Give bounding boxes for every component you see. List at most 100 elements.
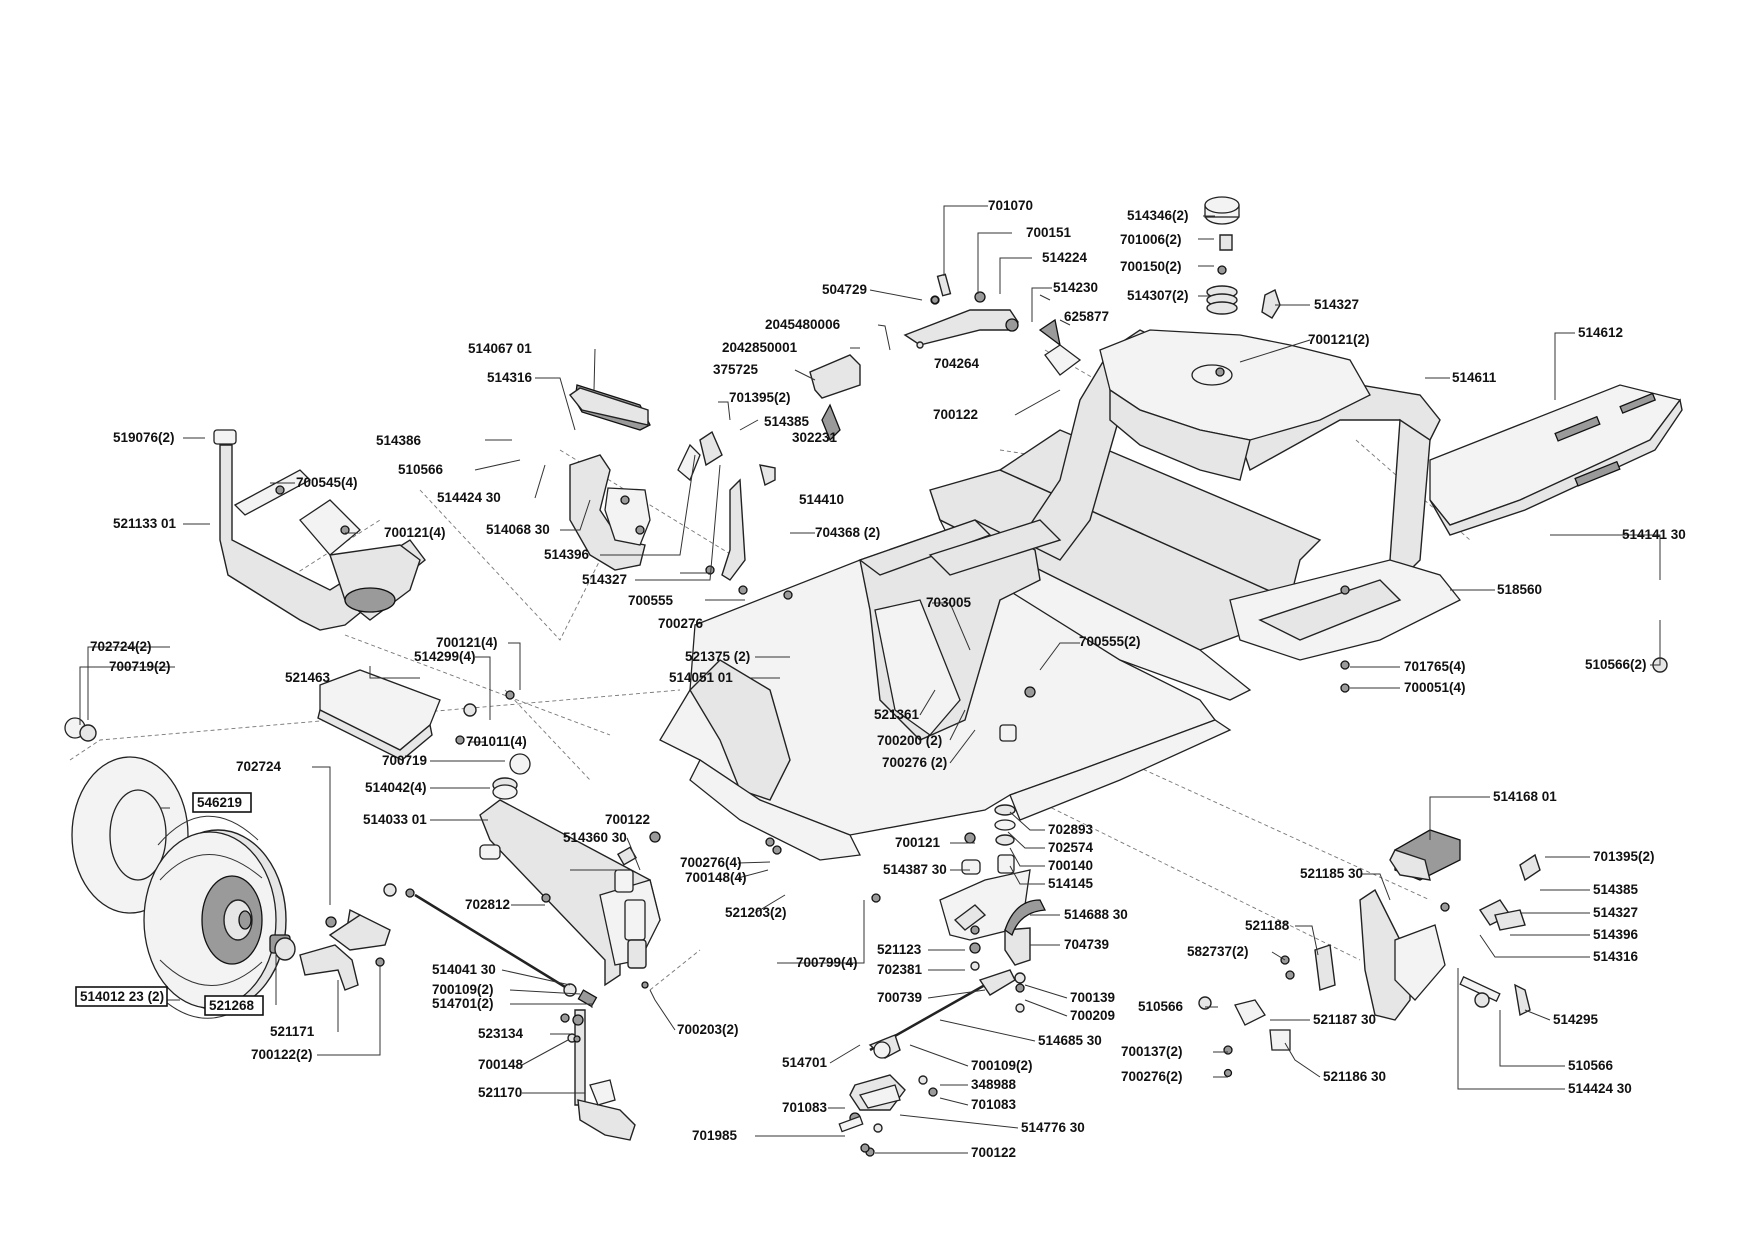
part-label: 514316: [487, 370, 533, 385]
part-label: 700276: [658, 616, 704, 631]
part-label: 375725: [713, 362, 759, 377]
foot-rest-plate: [317, 669, 441, 761]
part-label: 2042850001: [722, 340, 798, 355]
part-label: 700122: [933, 407, 978, 422]
part-label: 700121(4): [384, 525, 446, 540]
part-label: 700140: [1048, 858, 1093, 873]
part-label: 700203(2): [677, 1022, 739, 1037]
part-label: 514068 30: [486, 522, 550, 537]
part-label: 514360 30: [563, 830, 627, 845]
part-label: 514612: [1578, 325, 1623, 340]
part-label: 700719: [382, 753, 427, 768]
part-label: 510566: [1568, 1058, 1614, 1073]
part-label: 521133 01: [113, 516, 177, 531]
part-label: 703005: [926, 595, 972, 610]
part-label: 523134: [478, 1026, 524, 1041]
part-label: 701985: [692, 1128, 738, 1143]
part-label: 701006(2): [1120, 232, 1182, 247]
part-label: 514141 30: [1622, 527, 1686, 542]
part-label: 514307(2): [1127, 288, 1189, 303]
part-label: 519076(2): [113, 430, 175, 445]
part-label: 521185 30: [1300, 866, 1363, 881]
part-label: 510566: [1138, 999, 1184, 1014]
part-label: 514701: [782, 1055, 828, 1070]
part-label: 701083: [971, 1097, 1017, 1112]
part-label: 514385: [764, 414, 810, 429]
part-label: 700555: [628, 593, 674, 608]
part-label: 700799(4): [796, 955, 858, 970]
part-label: 514396: [1593, 927, 1639, 942]
part-label: 514051 01: [669, 670, 733, 685]
part-label: 510566: [398, 462, 444, 477]
part-label: 700148: [478, 1057, 524, 1072]
part-label: 521188: [1245, 918, 1290, 933]
front-axle: [479, 777, 661, 987]
part-label: 514688 30: [1064, 907, 1128, 922]
right-spindle: [572, 1009, 636, 1141]
part-label: 514041 30: [432, 962, 496, 977]
left-spindle: [299, 883, 397, 991]
part-label: 701083: [782, 1100, 828, 1115]
part-label: 521186 30: [1323, 1069, 1386, 1084]
part-label: 521375 (2): [685, 649, 750, 664]
part-label: 521171: [270, 1024, 315, 1039]
part-label: 514346(2): [1127, 208, 1189, 223]
part-label: 700739: [877, 990, 922, 1005]
center-lever-assembly: [677, 403, 841, 581]
left-pedal-assembly: [568, 384, 651, 571]
part-label: 514776 30: [1021, 1120, 1085, 1135]
part-label: 504729: [822, 282, 867, 297]
part-label: 514295: [1553, 1012, 1599, 1027]
part-label: 700122: [605, 812, 650, 827]
part-label: 700121(2): [1308, 332, 1370, 347]
part-label: 701765(4): [1404, 659, 1466, 674]
part-label: 700148(4): [685, 870, 747, 885]
part-label: 700137(2): [1121, 1044, 1183, 1059]
part-label: 521463: [285, 670, 331, 685]
part-label: 704264: [934, 356, 980, 371]
part-label: 702893: [1048, 822, 1094, 837]
part-label: 700121(4): [436, 635, 498, 650]
part-label: 514299(4): [414, 649, 476, 664]
part-label: 702812: [465, 897, 510, 912]
part-label: 514424 30: [437, 490, 501, 505]
part-label: 700122(2): [251, 1047, 313, 1062]
part-label: 700109(2): [432, 982, 494, 997]
steering-arm: [838, 1074, 906, 1157]
steering-sector: [939, 869, 1047, 966]
part-label: 704368 (2): [815, 525, 880, 540]
part-label: 702724(2): [90, 639, 152, 654]
part-label: 514387 30: [883, 862, 947, 877]
part-label: 701395(2): [1593, 849, 1655, 864]
part-label: 514224: [1042, 250, 1088, 265]
part-label: 700051(4): [1404, 680, 1466, 695]
part-label: 704739: [1064, 937, 1109, 952]
part-label: 514033 01: [363, 812, 427, 827]
part-label: 514168 01: [1493, 789, 1557, 804]
part-label: 701395(2): [729, 390, 791, 405]
part-label: 625877: [1064, 309, 1109, 324]
part-label: 514327: [1593, 905, 1638, 920]
part-label: 702724: [236, 759, 282, 774]
right-pedal-assembly: [1234, 829, 1541, 1051]
part-label: 302231: [792, 430, 838, 445]
part-label: 521170: [478, 1085, 522, 1100]
part-label: 514424 30: [1568, 1081, 1632, 1096]
part-label: 700276(4): [680, 855, 742, 870]
part-label: 514685 30: [1038, 1033, 1102, 1048]
part-label: 514012 23 (2): [80, 989, 164, 1004]
part-label: 700121: [895, 835, 941, 850]
part-label: 701070: [988, 198, 1033, 213]
part-label: 514701(2): [432, 996, 494, 1011]
part-label: 700209: [1070, 1008, 1115, 1023]
part-label: 702574: [1048, 840, 1094, 855]
label-boxes: [75, 792, 264, 1016]
part-label: 700200 (2): [877, 733, 942, 748]
part-label: 700276(2): [1121, 1069, 1183, 1084]
part-label: 700139: [1070, 990, 1115, 1005]
part-label: 700545(4): [296, 475, 358, 490]
part-label: 702381: [877, 962, 923, 977]
part-label: 514145: [1048, 876, 1094, 891]
chassis-frame: [659, 329, 1462, 861]
